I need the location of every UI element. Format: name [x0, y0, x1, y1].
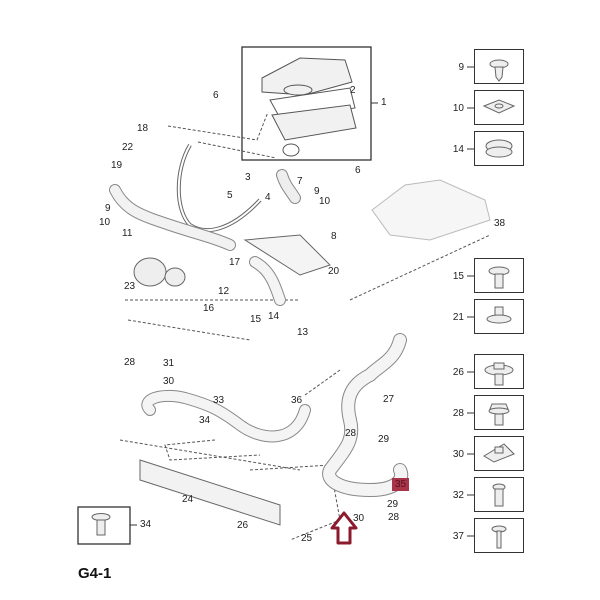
callout-36[interactable]: 36 [291, 395, 303, 406]
callout-38[interactable]: 38 [494, 218, 506, 229]
callout-25[interactable]: 25 [301, 533, 313, 544]
side-part-21[interactable] [474, 299, 524, 334]
callout-28c[interactable]: 28 [388, 512, 400, 523]
callout-18[interactable]: 18 [137, 123, 149, 134]
callout-33[interactable]: 33 [213, 395, 225, 406]
side-part-28[interactable] [474, 395, 524, 430]
callout-24[interactable]: 24 [182, 494, 194, 505]
callout-26[interactable]: 26 [237, 520, 249, 531]
callout-27[interactable]: 27 [383, 394, 395, 405]
callout-28a[interactable]: 28 [124, 357, 136, 368]
side-label-10: 10 [452, 103, 464, 114]
callout-29a[interactable]: 29 [378, 434, 390, 445]
callout-1[interactable]: 1 [381, 97, 387, 108]
callout-17[interactable]: 17 [229, 257, 241, 268]
side-part-30[interactable] [474, 436, 524, 471]
side-label-37: 37 [452, 531, 464, 542]
callout-15[interactable]: 15 [250, 314, 262, 325]
side-part-10[interactable] [474, 90, 524, 125]
bottom-left-part-label: 34 [140, 519, 152, 530]
callout-4[interactable]: 4 [265, 192, 271, 203]
side-part-14[interactable] [474, 131, 524, 166]
side-part-37[interactable] [474, 518, 524, 553]
callout-11[interactable]: 11 [122, 228, 133, 239]
callout-10b[interactable]: 10 [319, 196, 331, 207]
intercooler [139, 459, 281, 526]
side-label-14: 14 [452, 144, 464, 155]
callout-16[interactable]: 16 [203, 303, 215, 314]
callout-35-highlighted[interactable]: 35 [392, 478, 410, 491]
arrow-pointer [330, 511, 358, 545]
callout-28b[interactable]: 28 [345, 428, 357, 439]
side-part-32[interactable] [474, 477, 524, 512]
side-label-30: 30 [452, 449, 464, 460]
callout-9b[interactable]: 9 [314, 186, 320, 197]
callout-10a[interactable]: 10 [99, 217, 111, 228]
turbocharger [133, 257, 186, 287]
callout-31[interactable]: 31 [163, 358, 175, 369]
side-label-9: 9 [458, 62, 464, 73]
vent-tube [176, 143, 262, 233]
callout-22[interactable]: 22 [122, 142, 134, 153]
intake-manifold [371, 179, 491, 241]
callout-7[interactable]: 7 [297, 176, 303, 187]
side-part-15[interactable] [474, 258, 524, 293]
side-label-26: 26 [452, 367, 464, 378]
callout-30a[interactable]: 30 [163, 376, 175, 387]
side-label-21: 21 [452, 312, 464, 323]
callout-2[interactable]: 2 [350, 85, 356, 96]
side-label-32: 32 [452, 490, 464, 501]
callout-9a[interactable]: 9 [105, 203, 111, 214]
callout-30b[interactable]: 30 [353, 513, 365, 524]
callout-5[interactable]: 5 [227, 190, 233, 201]
side-label-15: 15 [452, 271, 464, 282]
callout-14[interactable]: 14 [268, 311, 280, 322]
callout-13[interactable]: 13 [297, 327, 309, 338]
callout-29b[interactable]: 29 [387, 499, 399, 510]
callout-6a[interactable]: 6 [213, 90, 219, 101]
callout-12[interactable]: 12 [218, 286, 230, 297]
page-code: G4-1 [78, 565, 112, 582]
callout-34[interactable]: 34 [199, 415, 211, 426]
air-filter-housing [261, 57, 357, 157]
side-part-9[interactable] [474, 49, 524, 84]
callout-19[interactable]: 19 [111, 160, 123, 171]
callout-3[interactable]: 3 [245, 172, 251, 183]
callout-8[interactable]: 8 [331, 231, 337, 242]
bracket-20 [243, 234, 331, 276]
callout-20[interactable]: 20 [328, 266, 340, 277]
callout-23[interactable]: 23 [124, 281, 136, 292]
side-part-26[interactable] [474, 354, 524, 389]
callout-6b[interactable]: 6 [355, 165, 361, 176]
side-label-28: 28 [452, 408, 464, 419]
